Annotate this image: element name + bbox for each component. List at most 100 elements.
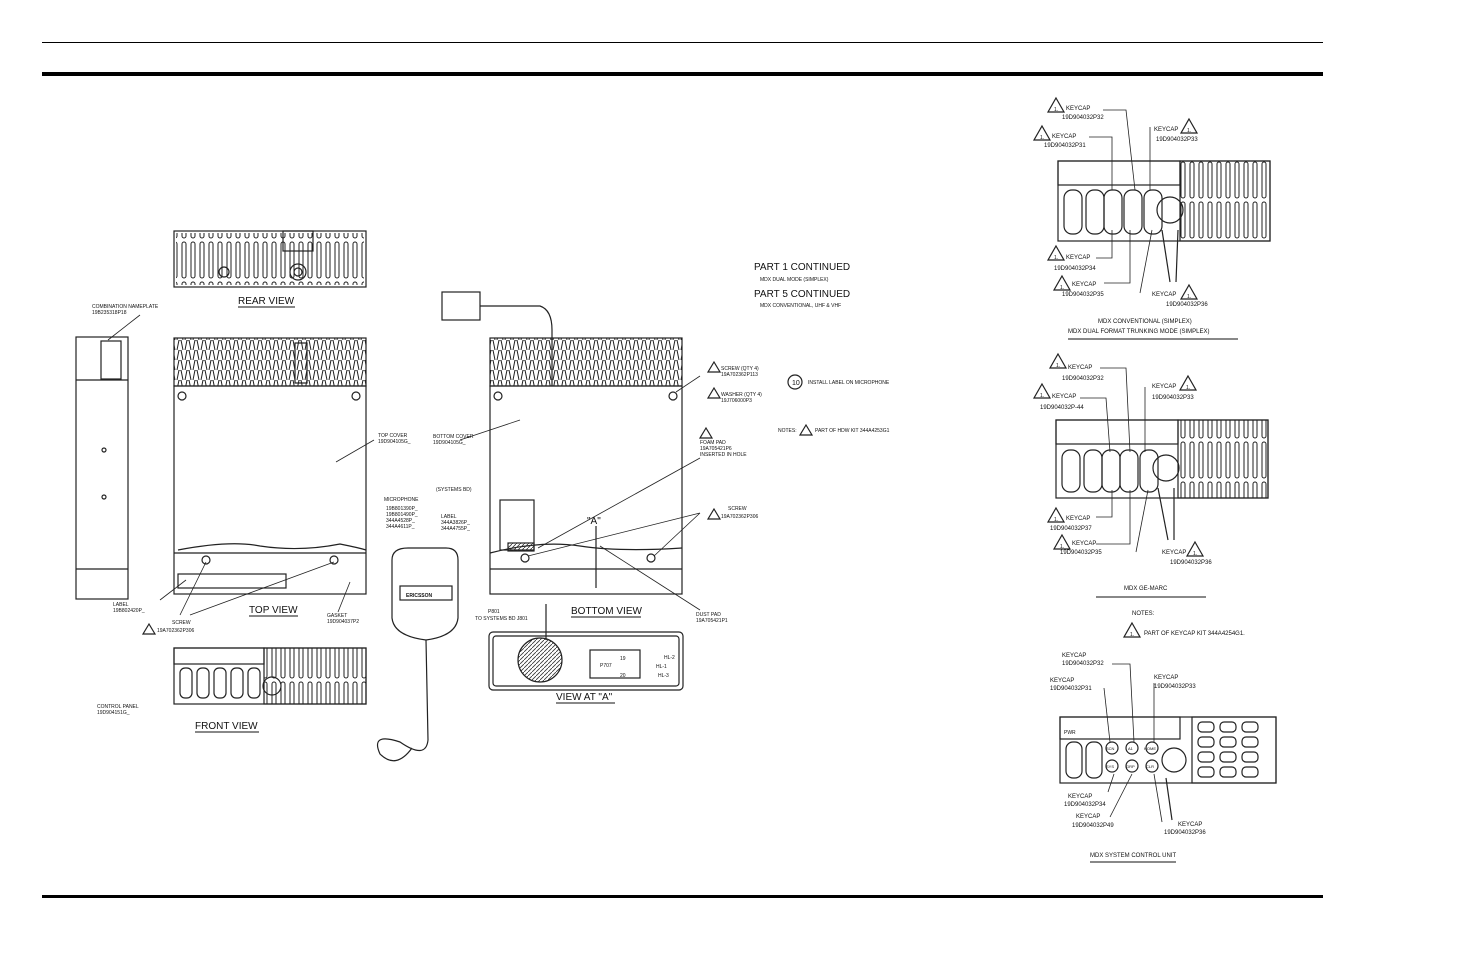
- gasket-label: GASKET: [327, 613, 347, 619]
- screw-left-label: SCREW: [172, 620, 191, 626]
- p1-keycap-p33: KEYCAP: [1154, 127, 1178, 133]
- p1-keycap-p31: KEYCAP: [1052, 134, 1076, 140]
- warn-mark-12: 1.: [1193, 551, 1197, 557]
- front-view-title: FRONT VIEW: [195, 721, 258, 732]
- notes-hdw-text: PART OF HDW KIT 344A4253G1: [815, 428, 890, 434]
- leader-lines: [107, 109, 1163, 823]
- part1-subheading: MDX DUAL MODE (SIMPLEX): [760, 277, 829, 283]
- p3-btn-a1: A1: [1128, 746, 1134, 751]
- view-title-underlines: [195, 306, 1238, 863]
- p2-keycap-p44: KEYCAP: [1052, 394, 1076, 400]
- p3-title: MDX SYSTEM CONTROL UNIT: [1090, 853, 1176, 859]
- install-label-text: INSTALL LABEL ON MICROPHONE: [808, 380, 890, 386]
- view-a-title: VIEW AT "A": [556, 692, 613, 703]
- screw-left-pn: 19A702362P306: [157, 628, 194, 634]
- p3-pn-p31: 19D904032P31: [1050, 686, 1092, 692]
- panel3-control-head: [1059, 716, 1277, 821]
- top-view-title: TOP VIEW: [249, 605, 298, 616]
- p2-pn-p35: 19D904032P35: [1060, 550, 1102, 556]
- p1-keycap-p36: KEYCAP: [1152, 292, 1176, 298]
- p1-title-2: MDX DUAL FORMAT TRUNKING MODE (SIMPLEX): [1068, 329, 1209, 335]
- microphone-pn-2: 19B801490P_: [386, 512, 418, 518]
- foam-pad-pn: 19A705421P6: [700, 446, 732, 452]
- warn-mark-11: 1.: [1060, 544, 1064, 550]
- p2-keycap-p37: KEYCAP: [1066, 516, 1090, 522]
- view-a-drawing: [488, 604, 684, 691]
- washer-qty-label: WASHER (QTY 4): [721, 392, 762, 398]
- p2-keycap-p36: KEYCAP: [1162, 550, 1186, 556]
- gasket-pn: 19D904037P2: [327, 619, 359, 625]
- p1-pn-p31: 19D904032P31: [1044, 143, 1086, 149]
- warning-marks: 1. 1. 1. 1. 1. 1. 1. 1. 1. 1. 1. 1. 1.: [1040, 107, 1197, 638]
- part1-heading: PART 1 CONTINUED: [754, 262, 850, 273]
- p3-btn-clr: CLR: [1146, 764, 1154, 769]
- bottom-cover-label: BOTTOM COVER: [433, 434, 474, 440]
- p3-pn-p49: 19D904032P49: [1072, 823, 1114, 829]
- p3-btn-sys: SYS: [1106, 764, 1114, 769]
- top-thick-rule: [42, 72, 1323, 76]
- warn-mark-4: 1.: [1054, 255, 1058, 261]
- p1-keycap-p34: KEYCAP: [1066, 255, 1090, 261]
- p3-keycap-p31: KEYCAP: [1050, 678, 1074, 684]
- p3-keycap-p34: KEYCAP: [1068, 794, 1092, 800]
- p3-keycap-p33: KEYCAP: [1154, 675, 1178, 681]
- foam-pad-note: INSERTED IN HOLE: [700, 452, 747, 458]
- p3-pn-p32: 19D904032P32: [1062, 661, 1104, 667]
- panel1-labels: KEYCAP 19D904032P32 KEYCAP 19D904032P31 …: [1044, 106, 1209, 335]
- pin-19-label: 19: [620, 656, 626, 662]
- panel3-labels: KEYCAP 19D904032P32 KEYCAP 19D904032P31 …: [1050, 653, 1206, 859]
- p3-pn-p33: 19D904032P33: [1154, 684, 1196, 690]
- hl3-label: HL-3: [658, 673, 669, 679]
- bottom-view-title: BOTTOM VIEW: [571, 606, 642, 617]
- p2-keycap-p35: KEYCAP: [1072, 541, 1096, 547]
- p1-pn-p34: 19D904032P34: [1054, 266, 1096, 272]
- front-view-drawing: [173, 647, 367, 705]
- p3-btn-scn: SCN: [1106, 746, 1115, 751]
- control-panel-pn: 19D904151G_: [97, 710, 130, 716]
- mic-label-callout: LABEL: [441, 514, 457, 520]
- p1-pn-p32: 19D904032P32: [1062, 115, 1104, 121]
- warn-mark-13: 1.: [1130, 632, 1134, 638]
- part5-heading: PART 5 CONTINUED: [754, 289, 850, 300]
- warn-mark-5: 1.: [1060, 285, 1064, 291]
- p2-notes: NOTES:: [1132, 611, 1155, 617]
- bottom-rule: [42, 895, 1323, 898]
- warn-mark-2: 1.: [1040, 135, 1044, 141]
- notes-hdw-label: NOTES:: [778, 428, 797, 434]
- warn-mark-1: 1.: [1054, 107, 1058, 113]
- assembly-callouts: COMBINATION NAMEPLATE 19B235318P18 LABEL…: [92, 304, 890, 716]
- p3-pn-p34: 19D904032P34: [1064, 802, 1106, 808]
- ericsson-mic-logo: ERICSSON: [406, 593, 433, 599]
- p1-keycap-p32: KEYCAP: [1066, 106, 1090, 112]
- panel2-labels: KEYCAP 19D904032P32 KEYCAP 19D904032P-44…: [1040, 365, 1245, 637]
- top-cover-label: TOP COVER: [378, 433, 408, 439]
- p2-note-1: PART OF KEYCAP KIT 344A4254G1.: [1144, 631, 1245, 637]
- microphone-drawing: [376, 547, 459, 762]
- warn-mark-9: 1.: [1186, 385, 1190, 391]
- label-callout-pn: 19B802420P_: [113, 608, 145, 614]
- warn-mark-3: 1.: [1187, 128, 1191, 134]
- microphone-pn-1: 19B801390P_: [386, 506, 418, 512]
- p3-btn-grp: GRP: [1126, 764, 1135, 769]
- screw-qty-label: SCREW (QTY 4): [721, 366, 759, 372]
- p2-pn-p32: 19D904032P32: [1062, 376, 1104, 382]
- part5-subheading: MDX CONVENTIONAL, UHF & VHF: [760, 303, 841, 309]
- systems-bd-label: (SYSTEMS BD): [436, 487, 472, 493]
- top-cover-pn: 19D904105G_: [378, 439, 411, 445]
- p2-keycap-p32: KEYCAP: [1068, 365, 1092, 371]
- p707-label: P707: [600, 663, 612, 669]
- p3-keycap-p32: KEYCAP: [1062, 653, 1086, 659]
- washer-qty-pn: 19J706000P3: [721, 398, 752, 404]
- combo-nameplate-label: COMBINATION NAMEPLATE: [92, 304, 159, 310]
- p1-pn-p33: 19D904032P33: [1156, 137, 1198, 143]
- microphone-pn-4: 344A4611P_: [386, 524, 415, 530]
- mic-label-pn-1: 344A3826P_: [441, 520, 470, 526]
- screw-qty-pn: 19A702362P113: [721, 372, 758, 378]
- dust-pad-label: DUST PAD: [696, 612, 721, 618]
- hl1-label: HL-1: [656, 664, 667, 670]
- p2-pn-p44: 19D904032P-44: [1040, 405, 1084, 411]
- pin-20-label: 20: [620, 673, 626, 679]
- p3-btn-pwr: PWR: [1064, 730, 1076, 736]
- mic-label-pn-2: 344A4755P_: [441, 526, 470, 532]
- rear-view-title: REAR VIEW: [238, 296, 295, 307]
